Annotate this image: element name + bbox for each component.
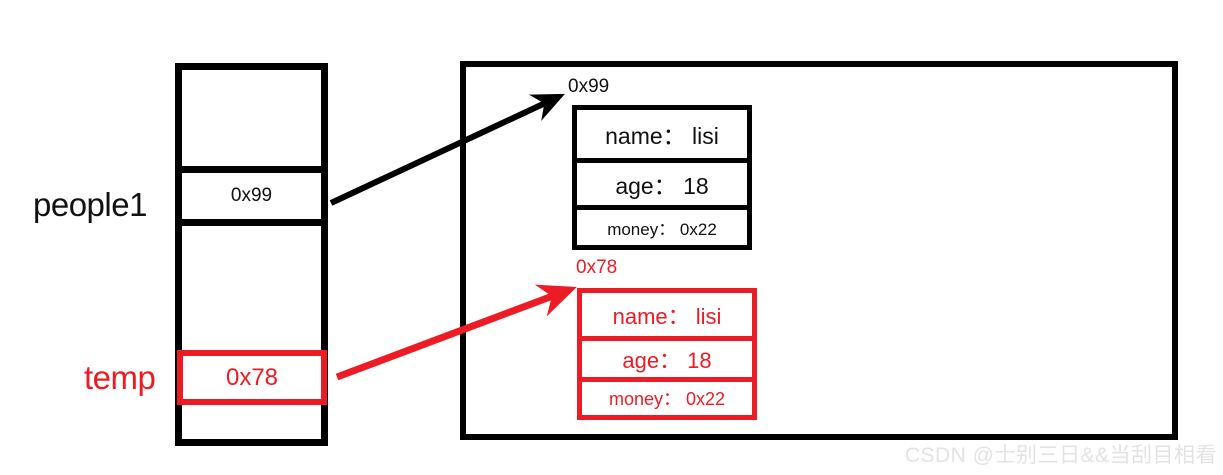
- stack-slot-people1: 0x99: [182, 173, 321, 219]
- struct-field-age: age： 18: [582, 336, 752, 376]
- variable-label-people1: people1: [33, 186, 147, 223]
- csdn-watermark: CSDN @士别三日&&当刮目相看: [904, 444, 1217, 467]
- heap-memory-box: [460, 61, 1178, 440]
- stack-slot-people1-value: 0x99: [230, 185, 273, 206]
- address-label-0x99: 0x99: [568, 76, 610, 97]
- struct-field-name: name： lisi: [605, 123, 719, 149]
- struct-field-money: money： 0x22: [577, 205, 747, 245]
- variable-label-temp: temp: [84, 359, 156, 396]
- struct-field-name: name： lisi: [612, 303, 722, 329]
- struct-block-0x99: name： lisi age： 18 money： 0x22: [572, 105, 752, 250]
- struct-field-age: age： 18: [577, 158, 747, 205]
- struct-field-money: money： 0x22: [582, 376, 752, 416]
- stack-divider: [175, 219, 328, 226]
- address-label-0x78: 0x78: [576, 257, 618, 278]
- stack-divider: [175, 166, 328, 173]
- stack-slot-temp-value: 0x78: [225, 363, 279, 391]
- stack-slot-temp: 0x78: [177, 350, 327, 405]
- struct-block-0x78: name： lisi age： 18 money： 0x22: [577, 288, 757, 420]
